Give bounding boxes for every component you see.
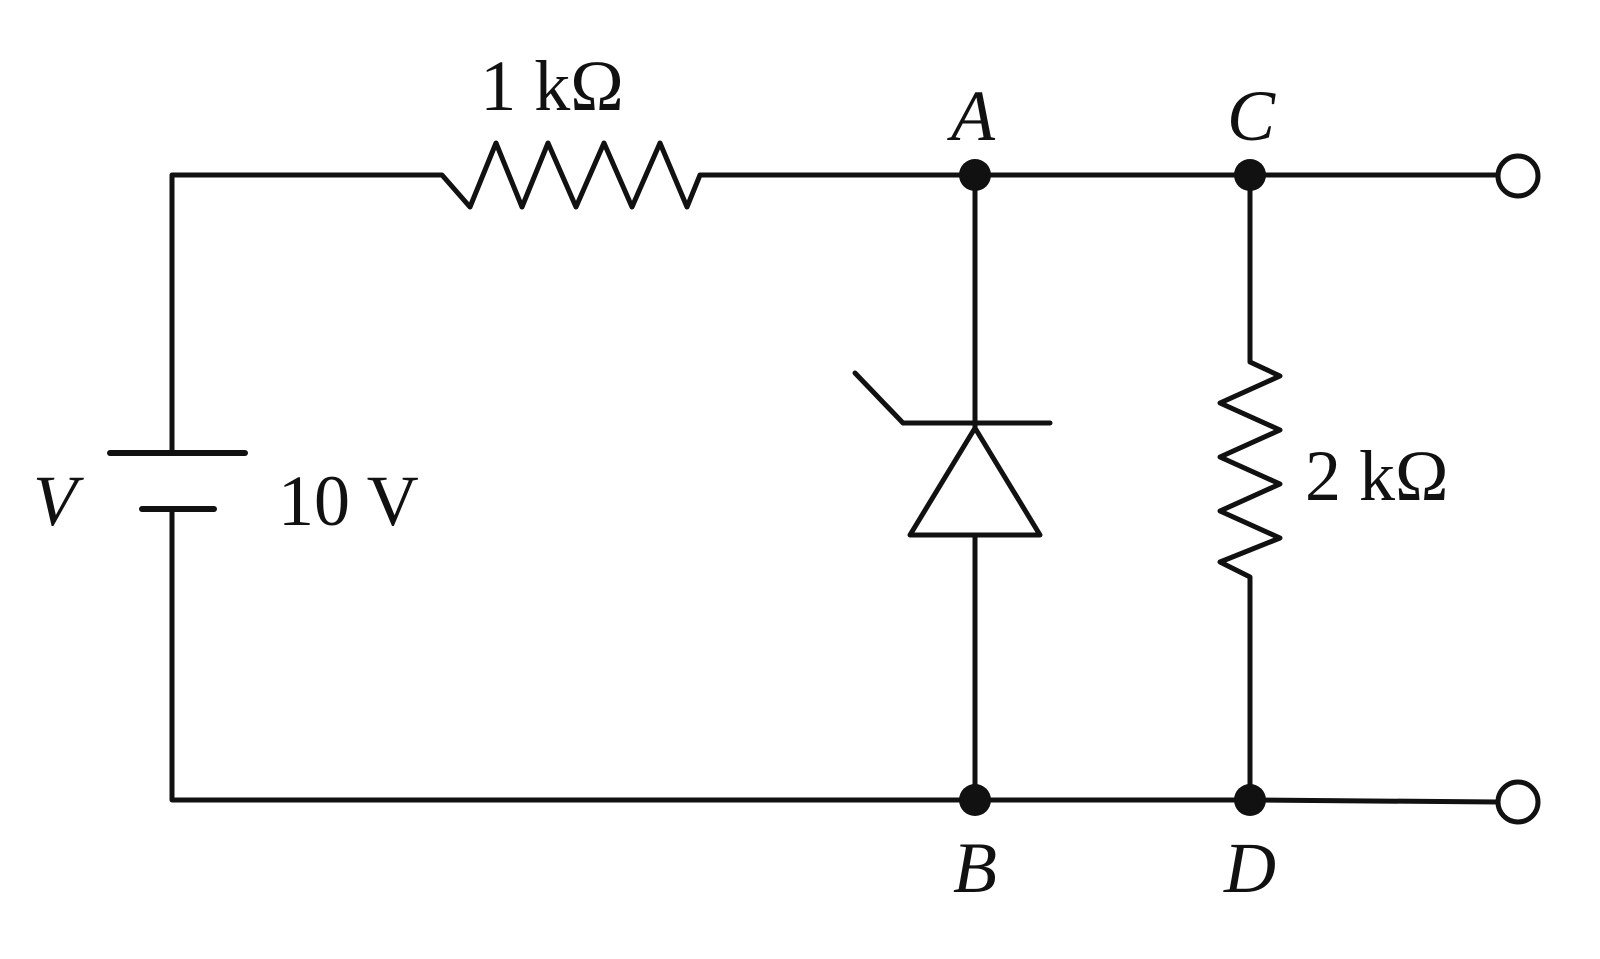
zener-diode (852, 370, 1053, 538)
node-b-dot (959, 784, 991, 816)
resistor-1k (425, 140, 978, 210)
wire-left-bottom (169, 509, 978, 803)
node-d-dot (1234, 784, 1266, 816)
resistor-2k-label: 2 kΩ (1305, 436, 1449, 516)
wire-d-to-output (1247, 797, 1501, 805)
wire-left-top (169, 172, 431, 456)
node-d-label: D (1223, 828, 1276, 908)
source-voltage-label: 10 V (278, 461, 419, 541)
resistor-2k (1217, 172, 1283, 803)
resistor-1k-label: 1 kΩ (480, 46, 624, 126)
node-c-label: C (1227, 76, 1276, 156)
node-a-label: A (947, 76, 996, 156)
node-b-label: B (953, 828, 997, 908)
battery (107, 450, 248, 512)
output-terminal-bottom (1495, 779, 1541, 825)
source-symbol-label: V (33, 461, 84, 541)
zener-triangle (907, 425, 1043, 538)
node-a-dot (959, 159, 991, 191)
zener-bar (852, 370, 1053, 426)
node-c-dot (1234, 159, 1266, 191)
output-terminal-top (1495, 153, 1541, 199)
